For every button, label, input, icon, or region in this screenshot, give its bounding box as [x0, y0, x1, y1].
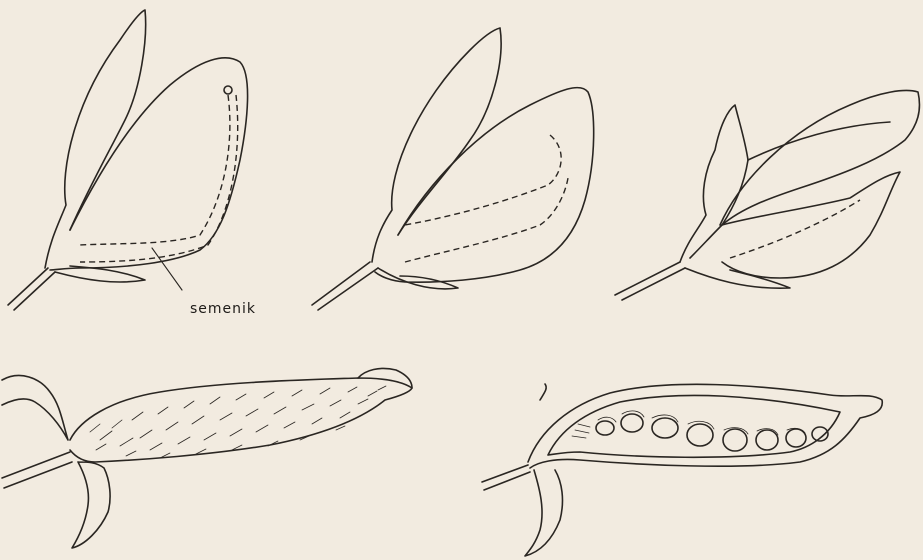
seed-3: [652, 418, 678, 438]
stage-4-stalk: [2, 452, 70, 478]
stage-1-calyx-lobe: [45, 10, 146, 268]
stage-5-hanging-bract: [525, 470, 562, 556]
stage-1-stigma: [224, 86, 232, 94]
stage-5-stalk: [482, 465, 528, 482]
stage-3-suture-line: [730, 200, 860, 258]
ovary-label: semenik: [190, 301, 256, 317]
seed-6: [756, 430, 778, 450]
stage-3-stalk: [615, 262, 680, 295]
stage-4-left-bract: [2, 376, 68, 440]
stage-3-opening-pod: [615, 91, 919, 300]
seed-5: [723, 429, 747, 451]
stage-2-calyx-lobe: [372, 28, 501, 262]
stage-4-hairy-pod: [2, 368, 412, 548]
stage-2-stalk: [312, 262, 370, 305]
seed-1: [596, 421, 614, 435]
stage-1-pointer-line: [152, 248, 182, 290]
stage-5-top-bract: [540, 384, 546, 400]
stage-3-calyx: [680, 105, 748, 262]
stage-5-inner-wall: [548, 395, 840, 457]
stage-4-hanging-bract: [72, 462, 110, 548]
stage-1-ovary-outline: [50, 58, 248, 270]
seed-2: [621, 414, 643, 432]
stage-1-ovule-line-lower: [80, 95, 238, 262]
stage-3-upper-valve-inner: [748, 122, 890, 160]
stage-2-growing-pod: [312, 28, 594, 310]
stage-1-young-pod: [8, 10, 248, 310]
stage-5-open-pod-with-seeds: [482, 384, 882, 556]
stage-5-pod-outline: [528, 384, 882, 468]
stage-4-pod-outline: [70, 378, 412, 462]
seed-7: [786, 429, 806, 447]
stage-3-lower-valve: [722, 172, 900, 278]
stage-2-ovule-line-upper: [405, 135, 561, 225]
stage-1-stalk: [8, 268, 48, 305]
stage-5-seeds: [572, 411, 828, 451]
seed-4: [687, 424, 713, 446]
stage-2-lower-calyx: [378, 268, 458, 289]
